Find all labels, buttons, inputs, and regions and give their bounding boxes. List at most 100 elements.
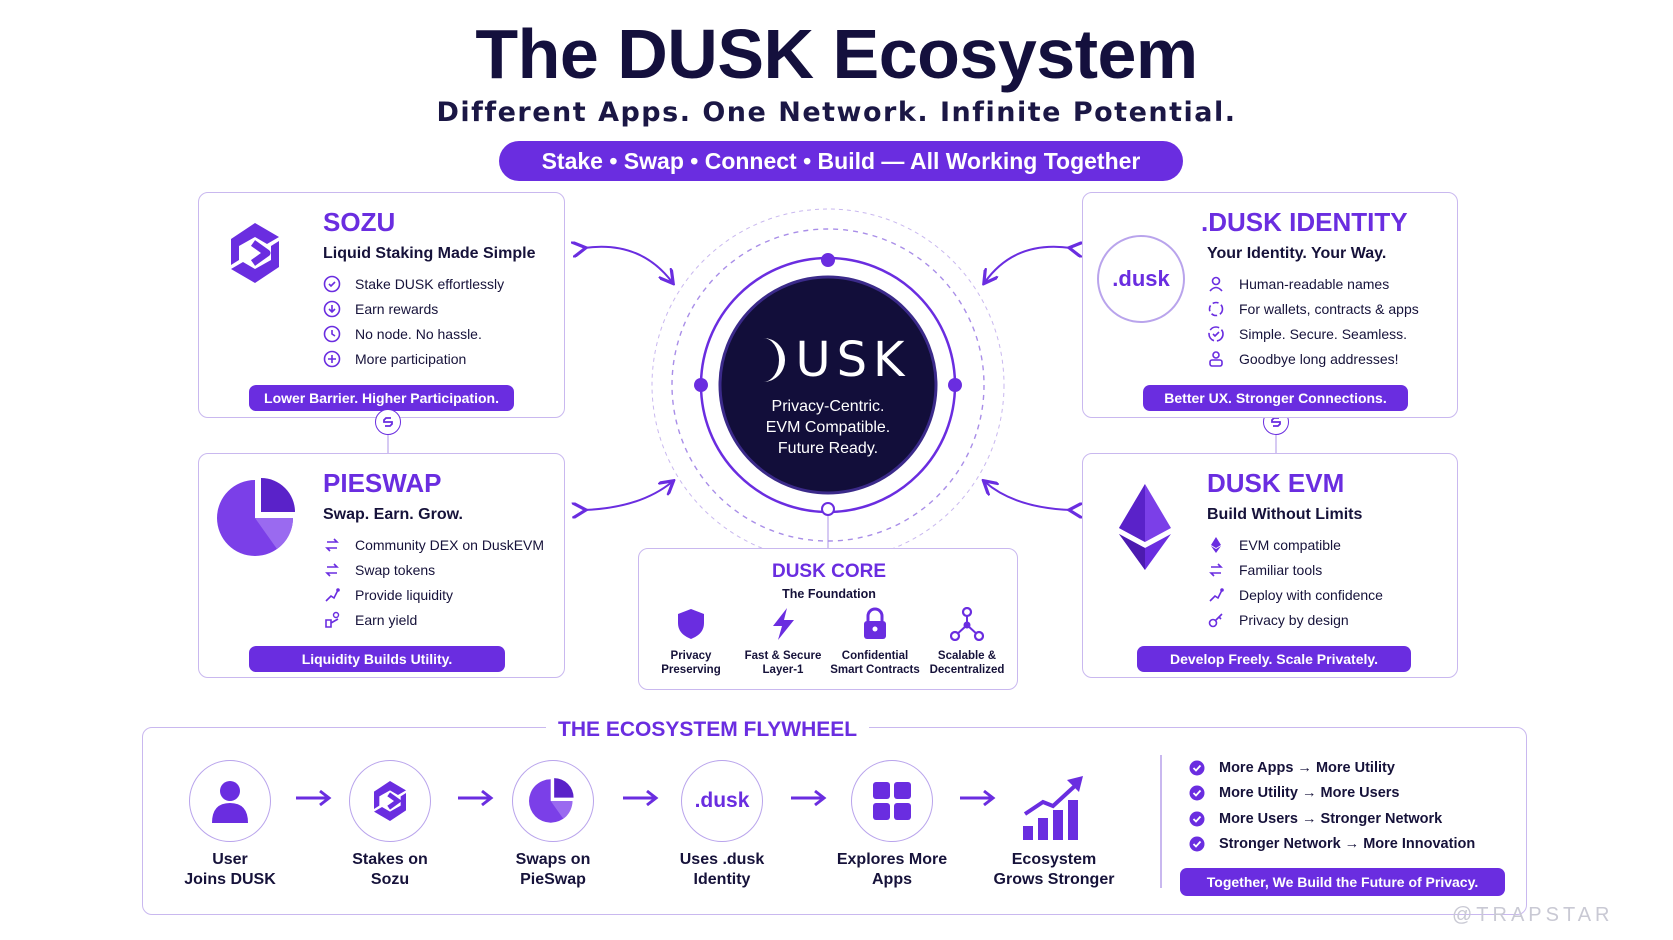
user-tag-icon	[1209, 276, 1223, 292]
sozu-feature: Stake DUSK effortlessly	[323, 271, 504, 296]
pieswap-feature: Community DEX on DuskEVM	[323, 532, 544, 557]
sozu-logo-icon	[231, 223, 279, 283]
dusk-logo-text: USK	[795, 332, 911, 388]
pieswap-logo-icon	[217, 478, 295, 556]
identity-logo-text: .dusk	[1112, 266, 1170, 291]
check-icon	[1189, 811, 1205, 827]
arrow-icon	[456, 788, 496, 813]
identity-feature: Simple. Secure. Seamless.	[1207, 321, 1419, 346]
lock-icon	[864, 607, 886, 639]
page-title: The DUSK Ecosystem	[475, 15, 1198, 93]
sozu-card[interactable]: SOZU Liquid Staking Made Simple Stake DU…	[198, 192, 565, 418]
sozu-link-badge	[375, 409, 401, 435]
sozu-mini-icon	[383, 417, 393, 427]
pieswap-title: PIESWAP	[323, 468, 442, 498]
sozu-feature: More participation	[323, 346, 504, 371]
evm-feature: Familiar tools	[1207, 557, 1383, 582]
arrow-icon	[789, 788, 829, 813]
pieswap-feature: Provide liquidity	[323, 582, 544, 607]
core-item-scalable: Scalable &Decentralized	[921, 607, 1013, 677]
flywheel-title: THE ECOSYSTEM FLYWHEEL	[546, 718, 870, 742]
rewards-icon	[323, 300, 341, 317]
sozu-subtitle: Liquid Staking Made Simple	[323, 245, 536, 262]
arrow-pieswap-hub	[584, 482, 672, 510]
arrow-sozu-hub	[584, 247, 672, 282]
sozu-feature: Earn rewards	[323, 296, 504, 321]
sozu-icon	[374, 781, 406, 821]
growth-chart-icon	[1023, 776, 1083, 840]
identity-subtitle: Your Identity. Your Way.	[1207, 245, 1387, 262]
sozu-feature: No node. No hassle.	[323, 321, 504, 346]
identity-card[interactable]: .dusk .DUSK IDENTITY Your Identity. Your…	[1082, 192, 1458, 418]
chain-item: More Utility → More Users	[1189, 781, 1475, 807]
hub-line-3: Future Ready.	[777, 440, 879, 457]
identity-feature: For wallets, contracts & apps	[1207, 296, 1419, 321]
pieswap-pill: Liquidity Builds Utility.	[249, 646, 505, 672]
liquidity-icon	[325, 587, 340, 602]
evm-feature: Privacy by design	[1207, 607, 1383, 632]
identity-feature: Goodbye long addresses!	[1207, 346, 1419, 371]
pieswap-feature: Earn yield	[323, 607, 544, 632]
page-subtitle: Different Apps. One Network. Infinite Po…	[436, 97, 1237, 128]
identity-logo: .dusk	[1097, 235, 1185, 323]
evm-feature: Deploy with confidence	[1207, 582, 1383, 607]
flywheel-chain: More Apps → More Utility More Utility → …	[1189, 755, 1475, 857]
evm-feature: EVM compatible	[1207, 532, 1383, 557]
arrow-evm-hub	[985, 482, 1071, 510]
key-icon	[1208, 612, 1223, 627]
link-icon	[1208, 301, 1224, 316]
lightning-icon	[773, 608, 794, 640]
swap-icon	[325, 537, 339, 552]
watermark: @TRAPSTAR	[1452, 904, 1614, 926]
arrow-icon	[294, 788, 334, 813]
pieswap-subtitle: Swap. Earn. Grow.	[323, 506, 463, 523]
arrow-identity-hub	[985, 247, 1071, 282]
chain-item: Stronger Network → More Innovation	[1189, 832, 1475, 858]
ethereum-icon	[1119, 484, 1171, 570]
evm-title: DUSK EVM	[1207, 468, 1345, 498]
identity-title: .DUSK IDENTITY	[1201, 207, 1408, 237]
hub-line-1: Privacy-Centric.	[771, 398, 885, 415]
evm-subtitle: Build Without Limits	[1207, 506, 1363, 523]
network-icon	[950, 607, 984, 641]
sozu-title: SOZU	[323, 207, 396, 237]
sozu-pill: Lower Barrier. Higher Participation.	[249, 385, 514, 411]
dusk-hub: USK Privacy-Centric. EVM Compatible. Fut…	[720, 332, 936, 459]
core-title: DUSK CORE	[771, 561, 886, 582]
stake-icon	[323, 275, 341, 292]
chain-item: More Apps → More Utility	[1189, 755, 1475, 781]
flywheel-divider	[1160, 755, 1162, 888]
evm-pill: Develop Freely. Scale Privately.	[1137, 646, 1411, 672]
arrow-icon	[621, 788, 661, 813]
apps-grid-icon	[873, 782, 911, 820]
user-icon	[212, 781, 248, 823]
dusk-identity-icon: .dusk	[694, 789, 750, 812]
core-subtitle: The Foundation	[782, 587, 876, 601]
sozu-mini-icon	[1271, 417, 1281, 427]
tools-icon	[1209, 562, 1223, 577]
pieswap-card[interactable]: PIESWAP Swap. Earn. Grow. Community DEX …	[198, 453, 565, 678]
tagline-pill: Stake • Swap • Connect • Build — All Wor…	[499, 141, 1183, 181]
check-icon	[1189, 836, 1205, 852]
arrow-icon	[958, 788, 998, 813]
dusk-logo-icon	[749, 338, 786, 382]
chain-item: More Users → Stronger Network	[1189, 806, 1475, 832]
deploy-icon	[1209, 587, 1224, 602]
identity-feature: Human-readable names	[1207, 271, 1419, 296]
plus-icon	[323, 350, 341, 367]
flywheel-pill: Together, We Build the Future of Privacy…	[1180, 868, 1505, 896]
pie-icon	[529, 778, 574, 823]
ethereum-small-icon	[1211, 536, 1221, 553]
evm-card[interactable]: DUSK EVM Build Without Limits EVM compat…	[1082, 453, 1458, 678]
